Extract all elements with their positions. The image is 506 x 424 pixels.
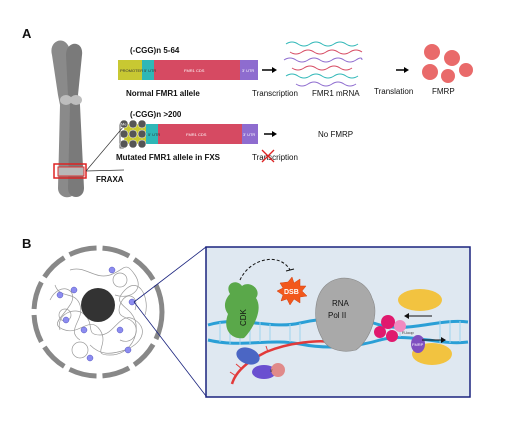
normal-allele-gene-bar <box>118 60 258 80</box>
cdk-complex <box>224 282 259 339</box>
methyl-text: Me <box>121 122 127 127</box>
blocked-transcription-label: Transcription <box>252 153 298 162</box>
inset-callout-top <box>133 246 207 303</box>
mutated-allele-label: Mutated FMR1 allele in FXS <box>116 153 221 162</box>
panel-b-label: B <box>22 236 31 251</box>
zoom-line-bottom <box>85 169 125 172</box>
mutated-5utr-region <box>146 124 158 144</box>
normal-utr3-text: 3' UTR <box>242 68 254 73</box>
mutated-cds-text: FMR1 CDS <box>186 132 207 137</box>
mutated-utr5-text: 5' UTR <box>148 132 160 137</box>
methylation-marks <box>119 119 147 149</box>
normal-promoter-region <box>118 60 142 80</box>
fmrp-label: FMRP <box>432 87 455 96</box>
mutated-utr3-text: 3' UTR <box>243 132 255 137</box>
chromosome <box>51 40 85 198</box>
normal-cds-text: FMR1 CDS <box>184 68 205 73</box>
normal-repeat-label: (-CGG)n 5-64 <box>130 46 180 55</box>
mutated-repeat-label: (-CGG)n >200 <box>130 110 182 119</box>
no-fmrp-label: No FMRP <box>318 130 353 139</box>
mutated-3utr-region <box>242 124 258 144</box>
fmr1-mrna-strands <box>283 41 363 87</box>
fmr1-mrna-label: FMR1 mRNA <box>312 89 360 98</box>
tiny-label: 5' <box>270 368 273 373</box>
rna-strand <box>230 340 331 385</box>
red-x-mark <box>261 149 275 163</box>
fraxa-label: FRAXA <box>96 175 124 184</box>
normal-cds-region <box>154 60 240 80</box>
repair-proteins <box>236 347 285 379</box>
dsb-burst <box>276 276 308 306</box>
normal-utr5-text: 5' UTR <box>144 68 156 73</box>
cdk-label: CDK <box>239 308 248 326</box>
inhibition-arc <box>239 259 295 281</box>
dsb-label: DSB <box>284 289 299 296</box>
panel-a-label: A <box>22 26 32 41</box>
arrow-translation <box>396 67 409 73</box>
translation-label: Translation <box>374 87 413 96</box>
nucleus <box>31 245 165 379</box>
transcription-label: Transcription <box>252 89 298 98</box>
mutated-cds-region <box>158 124 242 144</box>
normal-5utr-region <box>142 60 154 80</box>
rna-pol-ii <box>315 277 376 352</box>
normal-promoter-text: PROMOTER <box>120 68 143 73</box>
normal-3utr-region <box>240 60 258 80</box>
subunit-label: FMRP <box>412 342 424 347</box>
polii-line2: Pol II <box>328 311 346 320</box>
right-complex <box>374 289 452 365</box>
arrow-blocked <box>264 131 277 137</box>
polii-line1: RNA <box>332 299 350 308</box>
fmrp-protein-cluster <box>422 44 473 83</box>
inset-callout-bottom <box>133 301 207 397</box>
normal-allele-label: Normal FMR1 allele <box>126 89 200 98</box>
zoom-line-top <box>85 125 125 172</box>
complex-label: R-loop <box>402 330 415 335</box>
arrow-transcription <box>262 67 277 73</box>
